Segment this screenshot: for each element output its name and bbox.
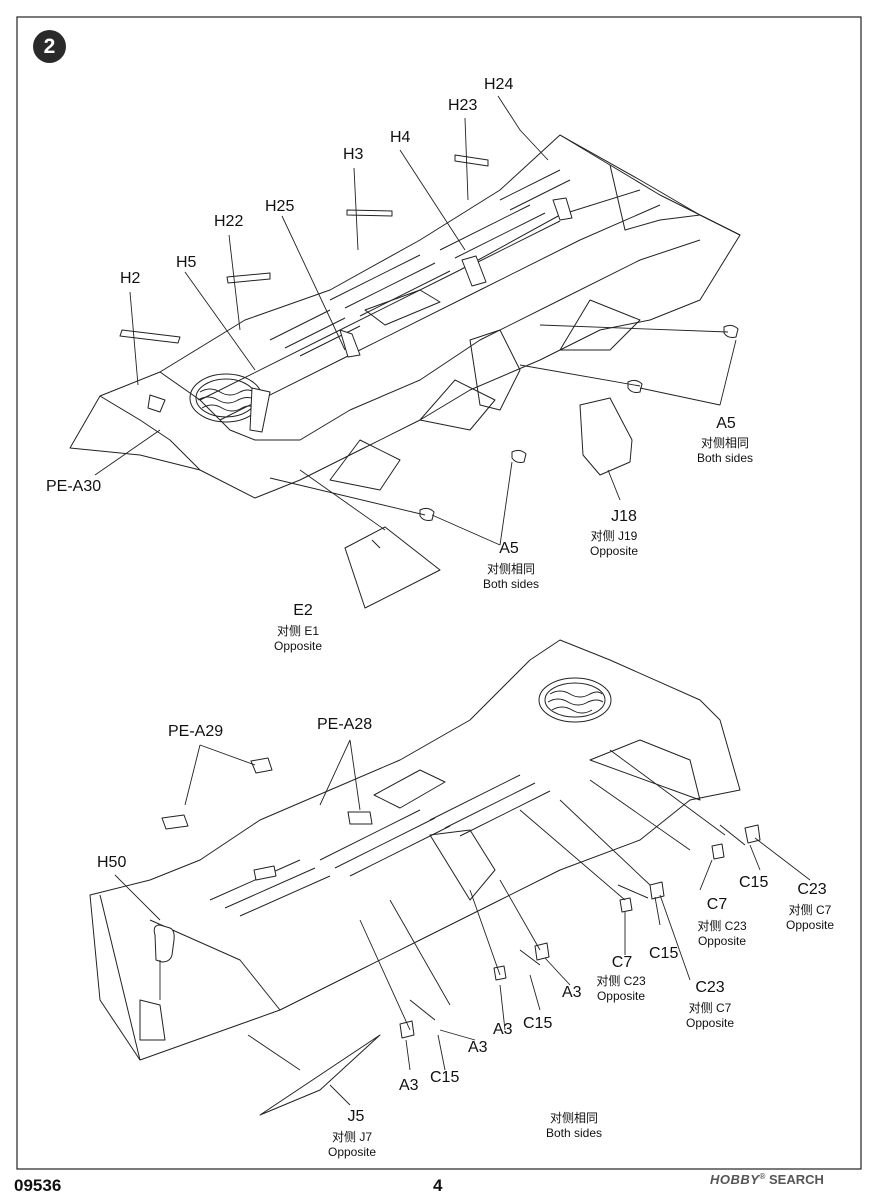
label-pe-a29: PE-A29 [168,723,224,740]
note-j18: 对侧 J19 Opposite [590,529,638,559]
label-a3-b: A3 [493,1021,513,1038]
label-h24: H24 [484,76,514,93]
note-cn: 对侧 C7 [788,903,832,917]
note-en: Both sides [545,1126,603,1140]
label-c7-right: C7 [706,896,728,913]
note-cn: 对侧 C23 [596,974,646,988]
watermark-brand: HOBBY [710,1172,760,1187]
label-a3-a: A3 [562,984,582,1001]
note-cn: 对侧 J7 [331,1130,372,1144]
note-en: Opposite [697,934,747,948]
label-c15-c: C15 [523,1015,553,1032]
bottom-leaders [114,739,811,1106]
label-a3-d: A3 [399,1077,419,1094]
label-h3: H3 [343,146,364,163]
label-j5: J5 [347,1108,365,1125]
watermark-section: SEARCH [768,1172,824,1187]
label-h4: H4 [390,129,411,146]
note-en: Opposite [589,544,639,558]
step-number-badge: 2 [33,30,66,63]
note-a5-bottom: 对侧相同 Both sides [483,562,539,592]
page-border [16,16,862,1170]
label-c7-mid: C7 [611,954,633,971]
watermark-logo: HOBBY® SEARCH [710,1172,824,1187]
note-j5: 对侧 J7 Opposite [328,1130,376,1160]
note-en: Opposite [273,639,323,653]
page-number: 4 [433,1176,443,1195]
label-h2: H2 [120,270,141,287]
label-j18: J18 [611,508,637,525]
note-c7-mid: 对侧 C23 Opposite [596,974,645,1004]
label-h5: H5 [176,254,197,271]
note-cn: 对侧相同 [700,436,750,450]
label-pe-a30: PE-A30 [46,478,102,495]
note-c23-right: 对侧 C7 Opposite [786,903,834,933]
note-cn: 对侧 E1 [276,624,319,638]
note-cn: 对侧 J19 [590,529,638,543]
top-leaders [94,95,737,546]
note-a5-right: 对侧相同 Both sides [697,436,753,466]
kit-code: 09536 [14,1176,62,1195]
note-en: Opposite [596,989,646,1003]
note-e2: 对侧 E1 Opposite [274,624,322,654]
note-en: Opposite [785,918,835,932]
note-en: Opposite [685,1016,735,1030]
note-cn: 对侧 C7 [688,1001,732,1015]
label-a3-c: A3 [468,1039,488,1056]
label-h50: H50 [97,854,127,871]
label-a5-bottom: A5 [499,540,519,557]
note-c7-right: 对侧 C23 Opposite [697,919,746,949]
note-both-sides: 对侧相同 Both sides [546,1111,602,1141]
label-e2: E2 [293,602,313,619]
label-c15-a: C15 [739,874,769,891]
note-c23-mid: 对侧 C7 Opposite [686,1001,734,1031]
note-cn: 对侧 C23 [697,919,747,933]
label-pe-a28: PE-A28 [317,716,373,733]
label-h23: H23 [448,97,478,114]
note-en: Opposite [327,1145,377,1159]
label-c23-mid: C23 [695,979,725,996]
bottom-hull [89,639,761,1116]
label-h22: H22 [214,213,244,230]
top-hull [69,134,741,609]
note-cn: 对侧相同 [549,1111,599,1125]
label-c15-d: C15 [430,1069,460,1086]
note-en: Both sides [696,451,754,465]
note-cn: 对侧相同 [486,562,536,576]
label-a5-right: A5 [716,415,736,432]
note-en: Both sides [482,577,540,591]
watermark-reg: ® [759,1172,766,1181]
label-c23-right: C23 [797,881,827,898]
label-c15-b: C15 [649,945,679,962]
label-h25: H25 [265,198,295,215]
